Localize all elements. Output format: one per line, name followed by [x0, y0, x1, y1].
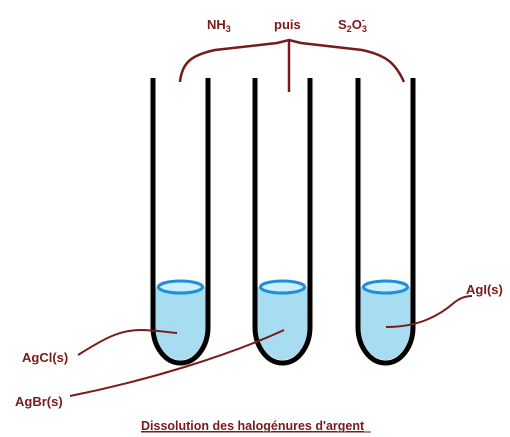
tube-1-glass	[150, 78, 211, 366]
test-tube-2	[252, 78, 313, 366]
leader-agcl	[77, 328, 178, 356]
tube-3-glass	[355, 78, 416, 366]
label-agbr: AgBr(s)	[15, 394, 63, 409]
test-tube-1	[150, 78, 211, 366]
tube-1-meniscus	[157, 279, 204, 295]
tube-2-liquid	[257, 287, 308, 360]
reagent-brace	[178, 38, 406, 83]
leader-agi	[385, 295, 473, 328]
tube-3-meniscus	[362, 279, 409, 295]
caption: Dissolution des halogénures d'argent	[141, 419, 365, 433]
tube-2-glass	[252, 78, 313, 366]
reagent-nh3: NH3	[207, 17, 231, 34]
tube-1-liquid	[155, 287, 206, 360]
label-agcl: AgCl(s)	[22, 350, 68, 365]
label-agi: AgI(s)	[466, 282, 503, 297]
tube-3-liquid	[360, 287, 411, 360]
tube-2-meniscus	[259, 279, 306, 295]
test-tube-3	[355, 78, 416, 366]
leader-agbr	[69, 329, 285, 397]
reagent-thiosulfate: S2O3-	[338, 15, 367, 34]
reagent-connector: puis	[274, 17, 301, 32]
